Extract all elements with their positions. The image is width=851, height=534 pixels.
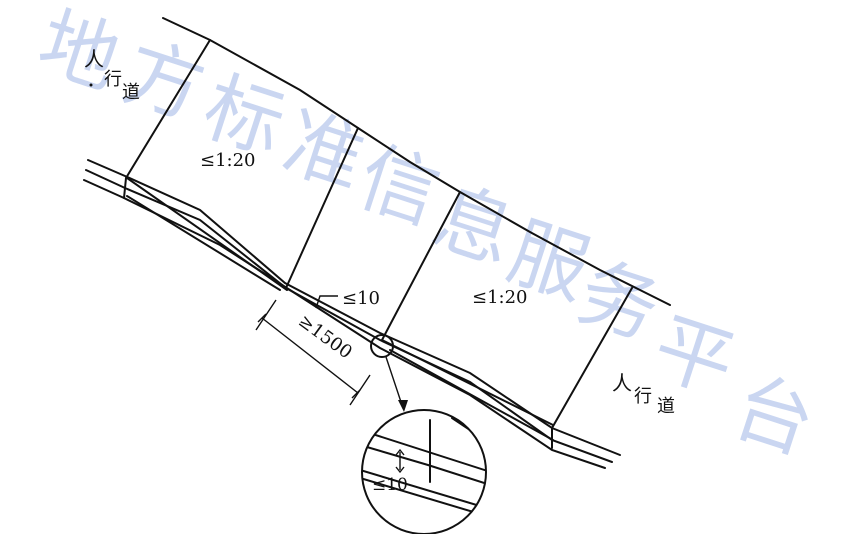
curb-line-top	[87, 159, 621, 456]
watermark-char-1: 地	[28, 0, 130, 107]
curb-line-middle	[85, 169, 613, 463]
watermark: 地 方 标 准 信 息 服 务 平 台	[28, 0, 825, 472]
slope-label-right: ≤1:20	[472, 287, 528, 308]
watermark-char-10: 台	[723, 362, 825, 472]
min-width-label: ≥1500	[294, 310, 356, 363]
sidewalk-label-left-3: 道	[122, 82, 140, 103]
detail-arrow	[398, 400, 408, 412]
sidewalk-label-right-3: 道	[657, 396, 675, 417]
divider-2	[285, 127, 359, 289]
left-flare-line	[126, 177, 288, 291]
slope-label-left: ≤1:20	[200, 150, 256, 171]
detail-magnified	[361, 409, 487, 534]
detail-marker-circle	[370, 334, 394, 358]
sidewalk-label-left-1: 人	[84, 47, 104, 71]
sidewalk-label-right-1: 人	[612, 371, 632, 395]
sidewalk-dot	[89, 83, 93, 87]
divider-1b	[123, 177, 127, 199]
detail-drop-label: ≤10	[372, 475, 408, 495]
property-line	[162, 17, 671, 306]
left-flare-line-2	[126, 195, 281, 291]
curb-drop-label: ≤10	[342, 288, 380, 309]
curb-line-bottom	[83, 179, 606, 469]
sidewalk-label-left-2: 行	[104, 69, 122, 90]
sidewalk-label-right-2: 行	[634, 386, 652, 407]
drop-leader	[315, 295, 338, 309]
divider-4	[551, 287, 633, 429]
width-dimension	[255, 299, 371, 406]
divider-3	[381, 191, 461, 341]
divider-1	[125, 39, 211, 179]
right-flare-line	[381, 339, 554, 426]
right-flare-line-2	[389, 349, 554, 441]
detail-leader	[385, 356, 404, 409]
